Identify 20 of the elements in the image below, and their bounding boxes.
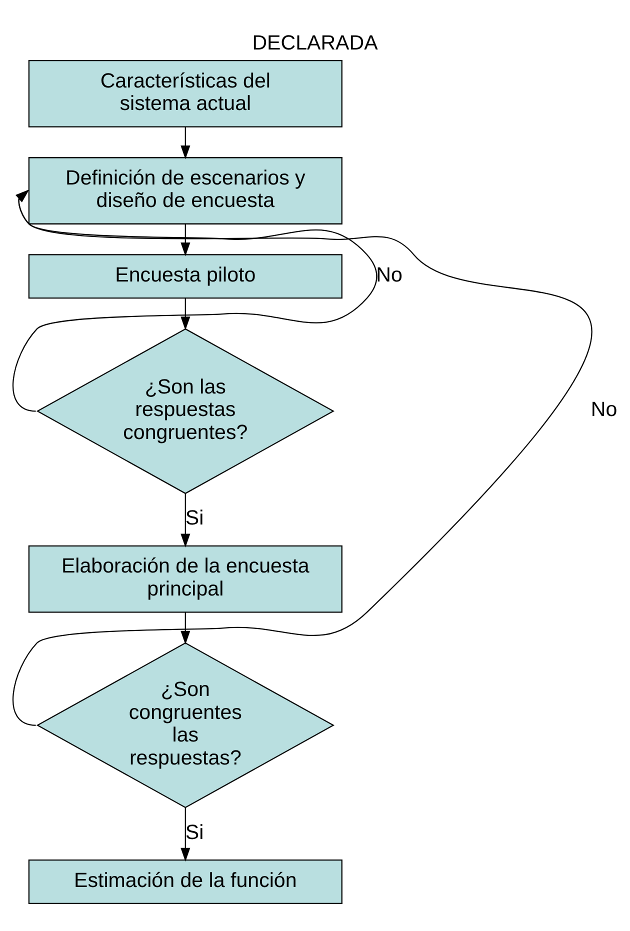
diagram-title: DECLARADA bbox=[252, 31, 378, 54]
arrow bbox=[180, 223, 190, 256]
edge-label: No bbox=[590, 398, 618, 421]
arrow bbox=[12, 189, 592, 726]
node-box: Características del sistema actual bbox=[28, 59, 342, 127]
node-box: Elaboración de la encuesta principal bbox=[28, 544, 342, 612]
arrow bbox=[180, 807, 190, 862]
node-diamond: ¿Son las respuestas congruentes? bbox=[36, 328, 334, 494]
edge-label: No bbox=[376, 262, 402, 286]
node-diamond: ¿Son congruentes las respuestas? bbox=[36, 642, 334, 808]
arrow bbox=[180, 493, 190, 547]
edge-label: Si bbox=[185, 506, 204, 530]
node-box: Estimación de la función bbox=[28, 858, 342, 904]
edge-label: Si bbox=[185, 820, 204, 844]
node-box: Encuesta piloto bbox=[28, 254, 342, 298]
arrow bbox=[180, 612, 190, 644]
arrow bbox=[12, 189, 378, 412]
arrow bbox=[180, 126, 190, 159]
node-box: Definición de escenarios y diseño de encuesta bbox=[28, 156, 342, 224]
arrow bbox=[180, 298, 190, 330]
